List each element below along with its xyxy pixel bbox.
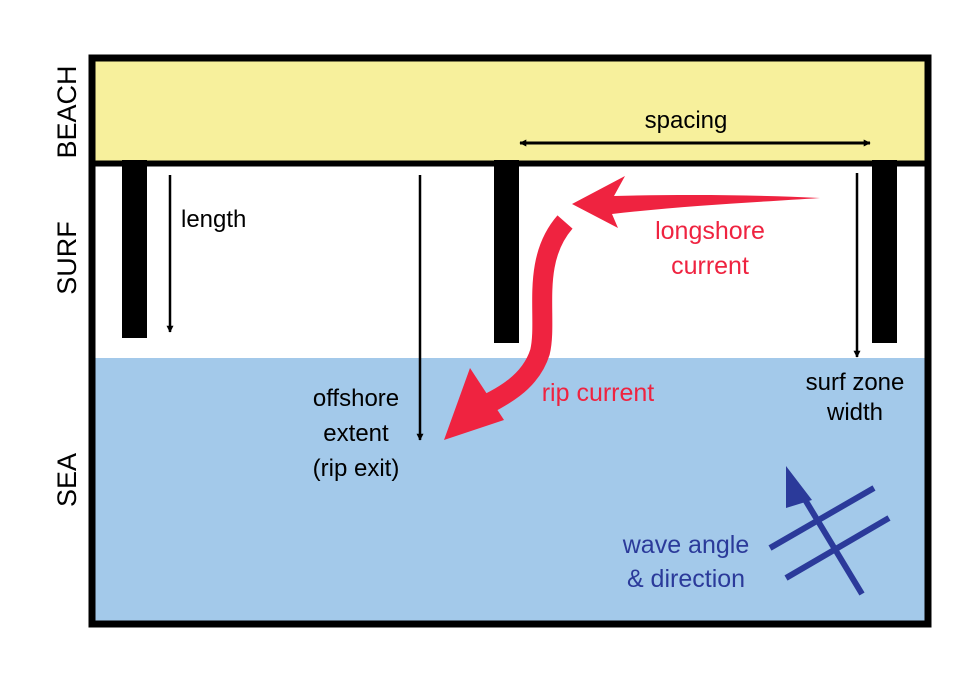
wave-label-line1: wave angle [622,531,749,559]
longshore-label-line2: current [671,252,749,280]
rip-current-label: rip current [542,379,655,407]
beach-label: BEACH [52,65,82,158]
wave-direction-arrowhead [786,466,812,508]
offshore-label-line2: extent [323,420,389,447]
surf-zone-label-line2: width [826,399,883,426]
wave-direction-icon [768,485,891,596]
rip-current-arrow-shaft [470,215,573,420]
beach-zone [92,58,928,162]
longshore-current-arrow [572,176,820,228]
offshore-label-line3: (rip exit) [313,455,400,482]
surf-zone-label-line1: surf zone [806,369,905,396]
wave-label-line2: & direction [627,565,745,593]
diagram-frame [88,54,932,628]
longshore-label-line1: longshore [655,217,765,245]
spacing-label: spacing [645,107,728,134]
rip-current-arrowhead [444,368,504,440]
length-label: length [181,206,246,233]
offshore-label-line1: offshore [313,385,399,412]
sea-label: SEA [52,453,82,507]
groyne-3 [872,160,897,343]
groyne-2 [494,160,519,343]
groyne-1 [122,160,147,338]
surf-label: SURF [52,221,82,295]
